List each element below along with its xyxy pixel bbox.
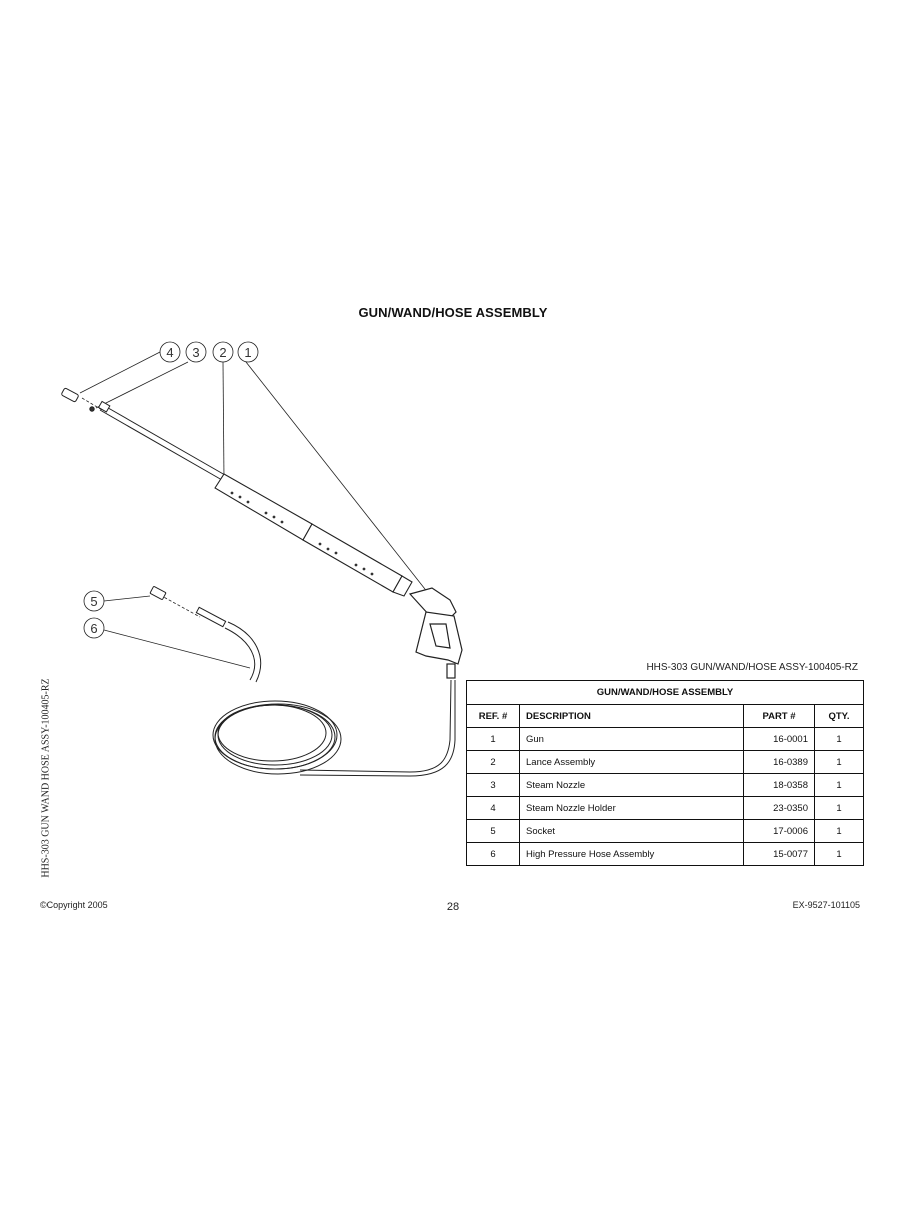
- cell-qty: 1: [814, 842, 864, 866]
- cell-ref: 3: [466, 773, 520, 797]
- copyright-notice: ©Copyright 2005: [40, 900, 108, 910]
- cell-ref: 6: [466, 842, 520, 866]
- column-header-ref: REF. #: [466, 704, 520, 728]
- cell-part: 15-0077: [743, 842, 815, 866]
- parts-table: GUN/WAND/HOSE ASSEMBLY REF. # DESCRIPTIO…: [466, 680, 864, 866]
- callout-label: 3: [192, 345, 199, 360]
- cell-qty: 1: [814, 773, 864, 797]
- callout-4: [159, 341, 181, 363]
- callout-label: 5: [90, 594, 97, 609]
- table-row: 2 Lance Assembly 16-0389 1: [466, 750, 864, 774]
- page-number: 28: [446, 901, 460, 913]
- cell-part: 23-0350: [743, 796, 815, 820]
- callout-label: 4: [166, 345, 173, 360]
- cell-part: 16-0001: [743, 727, 815, 751]
- table-row: 3 Steam Nozzle 18-0358 1: [466, 773, 864, 797]
- cell-part: 16-0389: [743, 750, 815, 774]
- callout-label: 6: [90, 621, 97, 636]
- table-row: 5 Socket 17-0006 1: [466, 819, 864, 843]
- side-document-code: HHS-303 GUN WAND HOSE ASSY-100405-RZ: [40, 678, 52, 878]
- cell-ref: 5: [466, 819, 520, 843]
- cell-description: High Pressure Hose Assembly: [519, 842, 744, 866]
- cell-ref: 4: [466, 796, 520, 820]
- cell-description: Lance Assembly: [519, 750, 744, 774]
- cell-ref: 2: [466, 750, 520, 774]
- cell-part: 17-0006: [743, 819, 815, 843]
- table-caption: HHS-303 GUN/WAND/HOSE ASSY-100405-RZ: [646, 662, 858, 673]
- table-row: 1 Gun 16-0001 1: [466, 727, 864, 751]
- cell-description: Gun: [519, 727, 744, 751]
- exploded-assembly-diagram: 4 3 2 1 5 6: [61, 341, 463, 777]
- cell-qty: 1: [814, 750, 864, 774]
- callout-label: 1: [244, 345, 251, 360]
- cell-part: 18-0358: [743, 773, 815, 797]
- column-header-qty: QTY.: [814, 704, 864, 728]
- callout-3: [185, 341, 207, 363]
- cell-qty: 1: [814, 819, 864, 843]
- callout-5: [83, 590, 105, 612]
- document-code: EX-9527-101105: [792, 900, 860, 910]
- cell-qty: 1: [814, 796, 864, 820]
- cell-description: Steam Nozzle: [519, 773, 744, 797]
- cell-description: Socket: [519, 819, 744, 843]
- cell-description: Steam Nozzle Holder: [519, 796, 744, 820]
- column-header-description: DESCRIPTION: [519, 704, 744, 728]
- callout-2: [212, 341, 234, 363]
- column-header-part: PART #: [743, 704, 815, 728]
- callout-label: 2: [219, 345, 226, 360]
- page-title: GUN/WAND/HOSE ASSEMBLY: [358, 305, 548, 320]
- table-title: GUN/WAND/HOSE ASSEMBLY: [466, 680, 864, 705]
- table-row: 4 Steam Nozzle Holder 23-0350 1: [466, 796, 864, 820]
- cell-ref: 1: [466, 727, 520, 751]
- table-row: 6 High Pressure Hose Assembly 15-0077 1: [466, 842, 864, 866]
- cell-qty: 1: [814, 727, 864, 751]
- callout-6: [83, 617, 105, 639]
- callout-1: [237, 341, 259, 363]
